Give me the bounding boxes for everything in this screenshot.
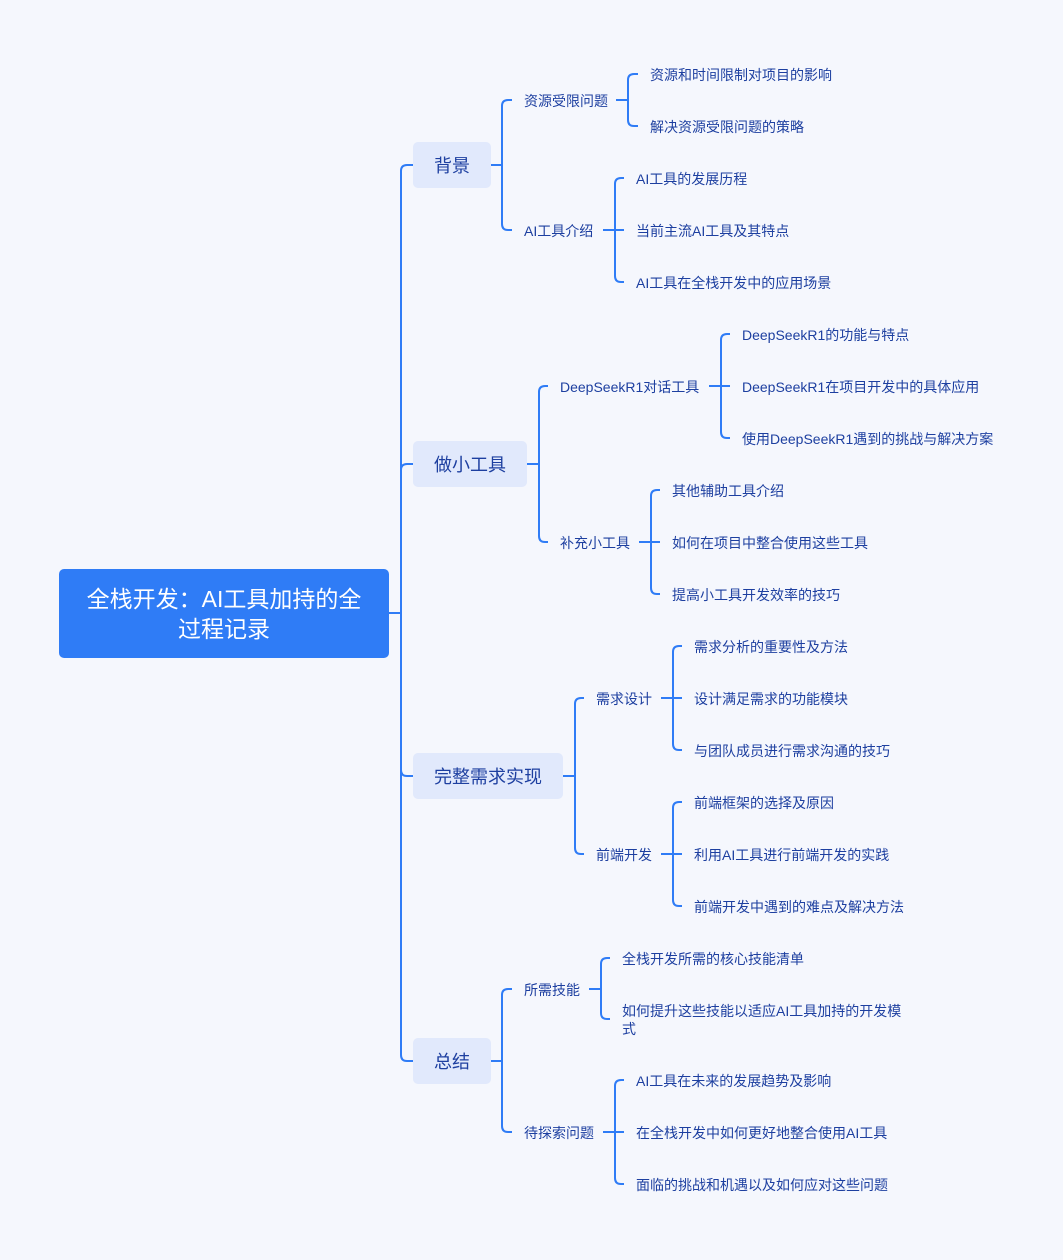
topic-resource-limits[interactable]: 资源受限问题 <box>524 93 608 109</box>
leaf[interactable]: 需求分析的重要性及方法 <box>694 639 848 655</box>
leaf[interactable]: 当前主流AI工具及其特点 <box>636 223 790 239</box>
leaf[interactable]: 设计满足需求的功能模块 <box>694 691 848 707</box>
leaf[interactable]: 前端开发中遇到的难点及解决方法 <box>694 899 904 915</box>
topic-open-questions[interactable]: 待探索问题 <box>524 1125 594 1141</box>
leaf[interactable]: AI工具的发展历程 <box>636 171 748 187</box>
leaf[interactable]: 提高小工具开发效率的技巧 <box>672 587 840 603</box>
connector-line <box>616 73 638 127</box>
topic-required-skills[interactable]: 所需技能 <box>524 982 580 998</box>
connector-line <box>491 988 512 1133</box>
leaf[interactable]: AI工具在未来的发展趋势及影响 <box>636 1073 832 1089</box>
connector-line <box>709 333 730 439</box>
leaf[interactable]: 全栈开发所需的核心技能清单 <box>622 951 804 967</box>
leaf[interactable]: 使用DeepSeekR1遇到的挑战与解决方案 <box>742 431 994 447</box>
leaf[interactable]: 资源和时间限制对项目的影响 <box>650 67 832 83</box>
branch-background[interactable]: 背景 <box>413 142 491 188</box>
connector-line <box>491 99 512 231</box>
leaf[interactable]: 与团队成员进行需求沟通的技巧 <box>694 743 890 759</box>
connector-line <box>661 801 682 907</box>
topic-ai-tools-intro[interactable]: AI工具介绍 <box>524 223 594 239</box>
connector-line <box>639 489 660 595</box>
leaf[interactable]: AI工具在全栈开发中的应用场景 <box>636 275 832 291</box>
leaf[interactable]: DeepSeekR1的功能与特点 <box>742 327 910 343</box>
branch-summary[interactable]: 总结 <box>413 1038 491 1084</box>
connector-line <box>661 645 682 751</box>
leaf[interactable]: 利用AI工具进行前端开发的实践 <box>694 847 890 863</box>
leaf[interactable]: 前端框架的选择及原因 <box>694 795 834 811</box>
leaf[interactable]: 面临的挑战和机遇以及如何应对这些问题 <box>636 1177 888 1193</box>
leaf[interactable]: 如何提升这些技能以适应AI工具加持的开发模式 <box>622 1003 902 1037</box>
connector-line <box>389 164 413 1062</box>
branch-small-tools[interactable]: 做小工具 <box>413 441 527 487</box>
leaf[interactable]: 解决资源受限问题的策略 <box>650 119 804 135</box>
connector-line <box>603 177 624 283</box>
topic-extra-tools[interactable]: 补充小工具 <box>560 535 630 551</box>
leaf[interactable]: 其他辅助工具介绍 <box>672 483 784 499</box>
topic-frontend-dev[interactable]: 前端开发 <box>596 847 652 863</box>
connector-line <box>527 385 548 543</box>
connector-line <box>603 1079 624 1185</box>
connector-line <box>589 957 610 1020</box>
leaf[interactable]: 如何在项目中整合使用这些工具 <box>672 535 868 551</box>
topic-requirement-design[interactable]: 需求设计 <box>596 691 652 707</box>
root-node[interactable]: 全栈开发：AI工具加持的全过程记录 <box>59 569 389 658</box>
leaf[interactable]: 在全栈开发中如何更好地整合使用AI工具 <box>636 1125 888 1141</box>
leaf[interactable]: DeepSeekR1在项目开发中的具体应用 <box>742 379 980 395</box>
connector-line <box>563 697 584 855</box>
topic-deepseek-tool[interactable]: DeepSeekR1对话工具 <box>560 379 700 395</box>
branch-full-requirement[interactable]: 完整需求实现 <box>413 753 563 799</box>
